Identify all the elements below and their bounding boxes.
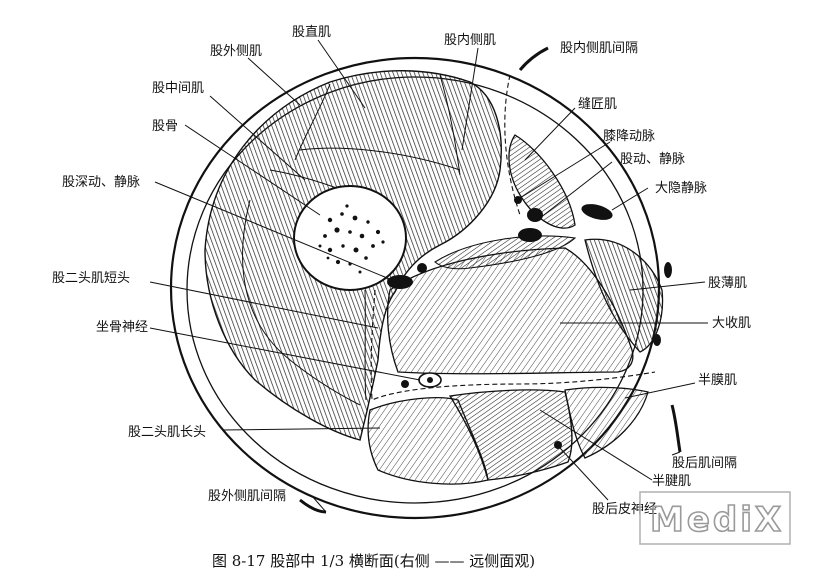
superficial-vein (653, 334, 661, 346)
superficial-vein (664, 262, 672, 278)
femoral-vessel (518, 228, 542, 242)
label-lateral-intermuscular-septum: 股外侧肌间隔 (208, 489, 286, 504)
semimembranosus-muscle (564, 386, 649, 459)
posterior-septum-mark (670, 404, 682, 453)
posterior-cutaneous-nerve (554, 441, 562, 449)
label-biceps-long-head: 股二头肌长头 (128, 425, 206, 440)
label-posterior-femoral-cutaneous-nerve: 股后皮神经 (592, 502, 657, 517)
medial-septum-mark (518, 46, 549, 71)
posterior-septum-dashed (370, 289, 656, 401)
label-vastus-lateralis: 股外侧肌 (210, 44, 262, 59)
semitendinosus-muscle (448, 389, 573, 481)
label-deep-femoral-vessels: 股深动、静脉 (62, 175, 140, 190)
adductor-upper-band (434, 235, 577, 270)
label-vastus-medialis: 股内侧肌 (444, 32, 496, 48)
septum-line (439, 74, 461, 176)
label-rectus-femoris: 股直肌 (292, 25, 331, 40)
vessel-dot (401, 380, 409, 388)
label-semimembranosus: 半膜肌 (698, 373, 737, 388)
label-vastus-intermedius: 股中间肌 (152, 81, 204, 96)
label-femoral-vessels: 股动、静脉 (620, 152, 685, 167)
label-semitendinosus: 半腱肌 (652, 474, 691, 489)
label-descending-genicular: 膝降动脉 (603, 129, 655, 144)
watermark-logo: MediX (639, 491, 791, 545)
femur-cortex (293, 185, 407, 291)
septum-line (364, 289, 367, 401)
femoral-vessel (527, 208, 543, 222)
septum-line (294, 83, 331, 161)
label-great-saphenous-vein: 大隐静脉 (655, 181, 707, 196)
septum-line (299, 147, 461, 171)
femur-marrow (318, 204, 385, 274)
deep-femoral-vessel (417, 263, 427, 273)
label-femur: 股骨 (152, 119, 178, 134)
label-adductor-magnus: 大收肌 (712, 316, 751, 331)
label-sciatic-nerve: 坐骨神经 (96, 320, 148, 335)
label-medial-intermuscular-septum: 股内侧肌间隔 (560, 40, 638, 56)
septum-line (242, 199, 361, 406)
leader-lines (149, 39, 708, 513)
label-gracilis: 股薄肌 (708, 276, 747, 291)
figure-caption: 图 8-17 股部中 1/3 横断面(右侧 —— 远侧面观) (212, 552, 535, 570)
deep-femoral-vessel (387, 275, 413, 289)
sciatic-nerve-fascicle (427, 377, 433, 383)
label-posterior-intermuscular-septum: 股后肌间隔 (672, 456, 737, 471)
label-biceps-short-head: 股二头肌短头 (52, 271, 130, 286)
sartorius-muscle (508, 134, 576, 229)
great-saphenous-vein (581, 204, 613, 220)
watermark-text: MediX (650, 500, 784, 540)
label-sartorius: 缝匠肌 (578, 97, 617, 112)
lateral-septum-mark (299, 498, 327, 514)
